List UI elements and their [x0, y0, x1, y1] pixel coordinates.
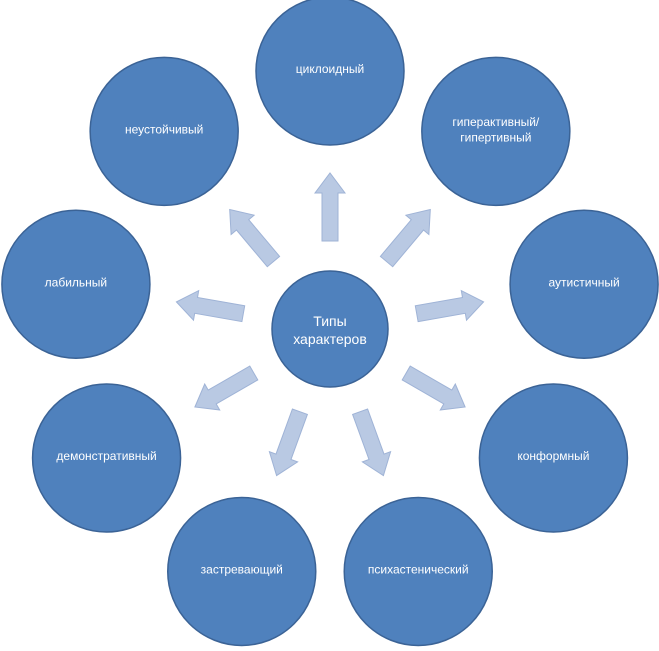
node-demonstrative: демонстративный — [31, 383, 182, 533]
node-hyperactive: гиперактивный/гипертивный — [421, 56, 571, 207]
node-cycloid: циклоидный — [255, 0, 405, 146]
node-circle-hyperactive — [421, 56, 571, 207]
arrow-hyperactive — [379, 208, 431, 268]
arrow-psychasthenic — [351, 408, 392, 477]
arrow-autistic — [414, 289, 485, 323]
arrow-stuck — [268, 408, 309, 477]
node-circle-cycloid — [255, 0, 405, 146]
node-autistic: аутистичный — [509, 209, 659, 359]
arrow-conformal — [401, 365, 466, 411]
node-circle-unstable — [89, 56, 239, 207]
center-circle — [271, 270, 389, 388]
node-label-labile: лабильный — [45, 275, 107, 289]
arrow-cycloid — [314, 172, 346, 242]
node-label-conformal: конформный — [517, 449, 589, 463]
arrow-demonstrative — [194, 365, 259, 411]
node-label-demonstrative: демонстративный — [56, 449, 156, 463]
node-conformal: конформный — [478, 383, 629, 533]
node-label-autistic: аутистичный — [549, 275, 620, 289]
arrows-layer — [175, 172, 485, 477]
node-label-unstable: неустойчивый — [125, 123, 203, 137]
node-label-psychasthenic: психастенический — [368, 563, 469, 577]
arrow-labile — [175, 289, 246, 323]
node-circle-psychasthenic — [343, 496, 493, 647]
node-circle-conformal — [478, 383, 629, 533]
node-psychasthenic: психастенический — [343, 496, 493, 647]
node-circle-demonstrative — [31, 383, 182, 533]
node-stuck: застревающий — [167, 496, 317, 647]
arrow-unstable — [229, 208, 281, 268]
node-circle-stuck — [167, 496, 317, 647]
node-unstable: неустойчивый — [89, 56, 239, 207]
node-label-hyperactive: гиперактивный/гипертивный — [452, 115, 540, 145]
node-label-stuck: застревающий — [201, 563, 283, 577]
node-labile: лабильный — [1, 209, 151, 359]
node-label-cycloid: циклоидный — [296, 62, 364, 76]
node-circle-labile — [1, 209, 151, 359]
node-circle-autistic — [509, 209, 659, 359]
